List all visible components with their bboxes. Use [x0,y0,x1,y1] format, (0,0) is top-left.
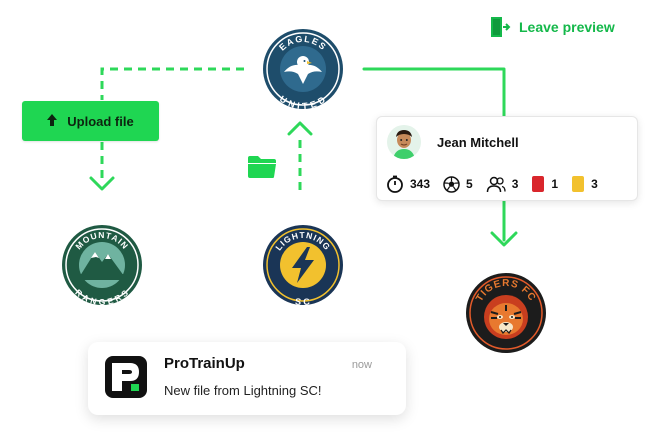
goals-stat: 5 [443,175,473,193]
leave-preview-label: Leave preview [519,19,615,35]
eagles-to-upload-connector [100,67,244,100]
door-exit-icon [489,15,511,39]
lightning-to-eagles-arrowhead [287,121,313,136]
eagles-united-badge[interactable]: EAGLES UNITED [262,28,344,110]
upload-to-mountain-arrowhead [89,176,115,191]
upload-arrow-icon [47,113,58,129]
notification-time: now [351,359,372,371]
player-stats-row: 343 5 3 1 3 [386,175,611,193]
yellow-cards-value: 3 [591,177,598,191]
notification-message: New file from Lightning SC! [164,383,322,398]
tigers-fc-badge[interactable]: TIGERS FC [465,272,547,354]
protrainup-logo [105,356,147,398]
users-icon [486,176,506,193]
notification-card[interactable]: ProTrainUp now New file from Lightning S… [88,342,406,415]
upload-file-button[interactable]: Upload file [22,101,159,141]
player-to-tigers-arrowhead [490,231,518,247]
eagles-to-player-connector [362,67,506,118]
goals-value: 5 [466,177,473,191]
yellow-card-icon [571,175,585,193]
assists-stat: 3 [486,176,519,193]
minutes-value: 343 [410,177,431,191]
player-card[interactable]: Jean Mitchell 343 5 3 1 [376,116,638,201]
notification-app-name: ProTrainUp [164,355,245,372]
upload-file-label: Upload file [67,113,134,129]
soccer-ball-icon [443,175,460,193]
minutes-stat: 343 [386,175,430,193]
red-cards-value: 1 [551,177,559,191]
red-card-icon [531,175,545,193]
lightning-sc-badge[interactable]: LIGHTNING SC [262,224,344,306]
player-name: Jean Mitchell [437,134,519,150]
folder-icon [247,155,277,184]
mountain-rangers-badge[interactable]: MOUNTAIN RANGERS [61,224,143,306]
leave-preview-button[interactable]: Leave preview [489,15,615,39]
red-cards-stat: 1 [531,175,558,193]
assists-value: 3 [511,177,519,191]
player-avatar [387,125,421,159]
stopwatch-icon [386,175,404,193]
yellow-cards-stat: 3 [571,175,598,193]
